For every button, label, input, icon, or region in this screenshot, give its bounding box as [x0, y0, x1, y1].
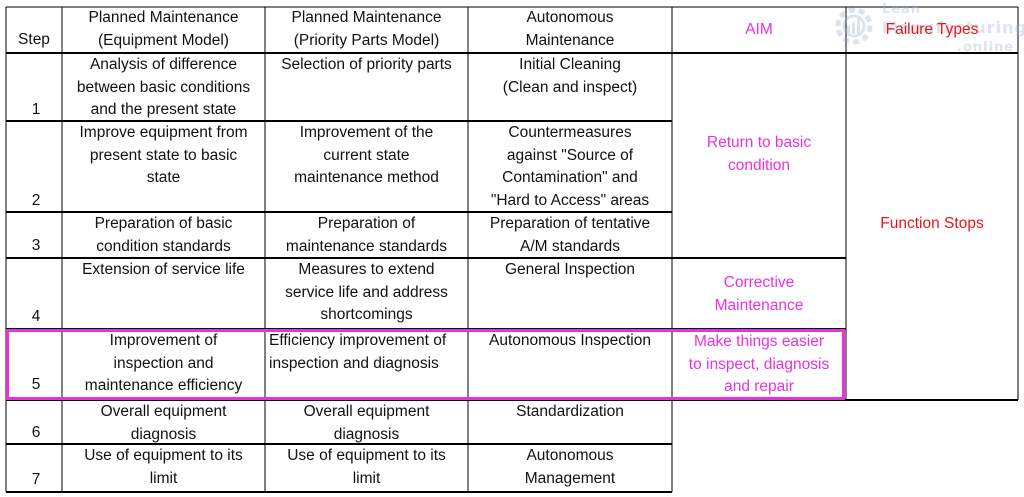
equipment-model-cell: Overall equipment diagnosis	[100, 403, 227, 443]
equipment-model-cell: Analysis of difference between basic con…	[76, 56, 251, 118]
equipment-model-cell: Improve equipment from present state to …	[79, 124, 248, 186]
step-number: 4	[31, 308, 41, 325]
failure-function-stops: Function Stops	[880, 215, 984, 232]
aim-make-easier: Make things easier to inspect, diagnosis…	[688, 333, 830, 396]
gear-chart-icon	[835, 7, 873, 45]
equipment-model-cell: Use of equipment to its limit	[84, 447, 243, 487]
header-step: Step	[18, 31, 50, 48]
autonomous-cell: Autonomous Management	[524, 447, 616, 487]
header-failure-types: Failure Types	[885, 21, 979, 39]
header-priority-parts-model: Planned Maintenance (Priority Parts Mode…	[291, 9, 442, 49]
watermark-logo: Lean Manufacturing .online	[822, 0, 1024, 70]
equipment-model-cell: Preparation of basic condition standards	[94, 215, 233, 255]
priority-parts-cell: Preparation of maintenance standards	[285, 215, 448, 255]
watermark-line2: Manufacturing	[882, 18, 1024, 37]
autonomous-cell: Initial Cleaning (Clean and inspect)	[502, 56, 638, 96]
autonomous-cell: General Inspection	[504, 261, 636, 278]
step-number: 6	[31, 424, 41, 441]
priority-parts-cell: Overall equipment diagnosis	[303, 403, 430, 443]
step-number: 7	[31, 471, 41, 488]
autonomous-cell: Preparation of tentative A/M standards	[489, 215, 651, 255]
step-number: 1	[31, 101, 41, 118]
step-number: 5	[31, 376, 41, 393]
header-aim: AIM	[745, 21, 773, 39]
step-number: 3	[31, 237, 41, 254]
priority-parts-cell: Selection of priority parts	[281, 56, 452, 73]
aim-corrective-maintenance: Corrective Maintenance	[714, 274, 804, 314]
equipment-model-cell: Extension of service life	[82, 261, 245, 278]
aim-return-to-basic: Return to basic condition	[706, 134, 812, 174]
autonomous-cell: Standardization	[516, 403, 624, 420]
priority-parts-cell: Improvement of the current state mainten…	[294, 124, 439, 186]
autonomous-cell: Countermeasures against "Source of Conta…	[490, 124, 650, 209]
header-autonomous-maintenance: Autonomous Maintenance	[525, 9, 615, 49]
equipment-model-cell: Improvement of inspection and maintenanc…	[84, 332, 243, 394]
autonomous-cell: Autonomous Inspection	[489, 332, 651, 349]
watermark-line1: Lean	[882, 2, 922, 17]
priority-parts-cell: Efficiency improvement of inspection and…	[269, 332, 447, 372]
step-number: 2	[31, 192, 41, 209]
header-equipment-model: Planned Maintenance (Equipment Model)	[88, 9, 239, 49]
priority-parts-cell: Use of equipment to its limit	[287, 447, 446, 487]
priority-parts-cell: Measures to extend service life and addr…	[285, 261, 448, 323]
watermark-line3: .online	[957, 40, 1015, 55]
